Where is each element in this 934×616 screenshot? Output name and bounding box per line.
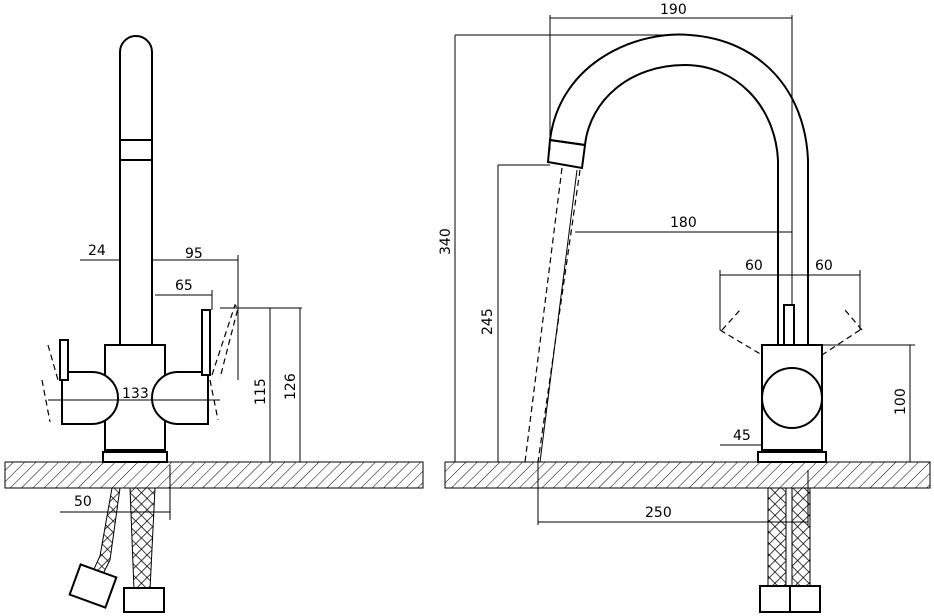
dim-handle-right: 60 (815, 258, 833, 274)
dim-base-offset: 50 (74, 494, 92, 510)
dim-total-height: 340 (438, 228, 454, 255)
right-lever (201, 309, 211, 376)
base-ring (757, 451, 827, 463)
front-view: 24 95 65 133 115 126 50 (4, 35, 424, 613)
dim-body-height: 100 (893, 388, 909, 415)
dim-handle-reach: 95 (185, 246, 203, 262)
dim-handle-offset: 65 (175, 278, 193, 294)
lever (783, 304, 795, 346)
dim-body-width: 133 (122, 386, 149, 402)
dim-spout-width: 190 (660, 2, 687, 18)
dim-outlet-reach: 250 (645, 505, 672, 521)
left-lever (59, 339, 69, 381)
dim-base-width: 45 (733, 428, 751, 444)
hose (791, 487, 811, 589)
dim-tube-diameter: 24 (88, 243, 106, 259)
dim-handle-height: 126 (283, 373, 299, 400)
dim-body-height: 115 (253, 378, 269, 405)
countertop-right (444, 461, 931, 489)
dim-handle-left: 60 (745, 258, 763, 274)
base-ring (102, 451, 168, 463)
dim-spout-reach: 180 (670, 215, 697, 231)
handle-ball (761, 367, 823, 429)
side-view: 190 340 180 245 60 60 100 45 250 (438, 2, 931, 613)
spout-tube (119, 35, 153, 346)
tube-ring (119, 139, 153, 161)
hose (767, 487, 787, 589)
left-handle (61, 371, 119, 425)
hoses-left (68, 487, 165, 613)
spout (548, 33, 809, 346)
countertop-left (4, 461, 424, 489)
dim-spout-clearance: 245 (480, 308, 496, 335)
right-handle (151, 371, 209, 425)
